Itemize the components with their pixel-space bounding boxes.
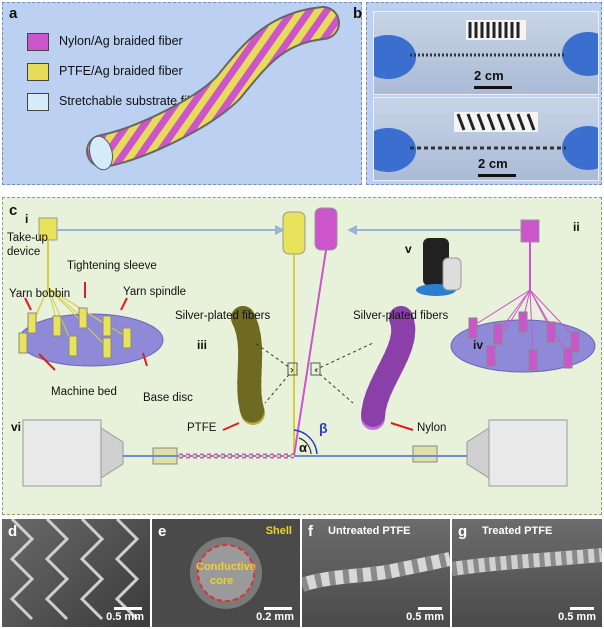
legend-substrate: Stretchable substrate fiber <box>27 91 257 113</box>
panel-d-label: d <box>8 523 18 540</box>
panel-f: f Untreated PTFE 0.5 mm <box>302 519 450 627</box>
scale-text-e: 0.2 mm <box>256 611 294 623</box>
yarn-spindle-label: Yarn spindle <box>123 286 187 298</box>
scalebar-b-bottom <box>478 174 516 177</box>
treated-ptfe-title: Treated PTFE <box>482 525 553 537</box>
nylon-label: Nylon <box>417 422 447 434</box>
legend-text-ptfe: PTFE/Ag braided fiber <box>59 64 183 78</box>
shell-label: Shell <box>265 525 292 537</box>
conductive-core-label-2: core <box>210 575 234 587</box>
scalebar-e <box>264 607 292 610</box>
photo-stretched: 2 cm <box>373 97 599 181</box>
panel-b-label: b <box>353 5 363 22</box>
base-disc-label: Base disc <box>143 392 193 404</box>
legend-nylon: Nylon/Ag braided fiber <box>27 31 257 53</box>
legend-text-substrate: Stretchable substrate fiber <box>59 94 205 108</box>
panel-c-label: c <box>9 202 18 219</box>
label-vi: vi <box>11 420 22 434</box>
panel-g: g Treated PTFE 0.5 mm <box>452 519 602 627</box>
untreated-ptfe-title: Untreated PTFE <box>328 525 411 537</box>
scalebar-g <box>570 607 594 610</box>
panel-f-label: f <box>308 523 313 540</box>
silver-fibers-right-label: Silver-plated fibers <box>353 310 449 322</box>
silver-fibers-left-label: Silver-plated fibers <box>175 310 271 322</box>
panel-e: e Shell Conductive core 0.2 mm <box>152 519 300 627</box>
legend-swatch-ptfe <box>27 63 49 81</box>
photo-unstretched: 2 cm <box>373 11 599 95</box>
legend-ptfe: PTFE/Ag braided fiber <box>27 61 257 83</box>
legend-text-nylon: Nylon/Ag braided fiber <box>59 34 183 48</box>
conductive-core-label-1: Conductive <box>196 561 256 573</box>
scalebar-b-top <box>474 86 512 89</box>
scale-text-b-bottom: 2 cm <box>478 156 508 171</box>
scale-text-g: 0.5 mm <box>558 611 596 623</box>
alpha-angle-label: α <box>299 440 307 455</box>
yarn-bobbin-label: Yarn bobbin <box>9 288 71 300</box>
label-ii: ii <box>573 220 580 234</box>
take-up-label-1: Take-up <box>7 232 48 244</box>
panel-g-label: g <box>458 523 468 540</box>
ptfe-label: PTFE <box>187 422 217 434</box>
tightening-sleeve-label: Tightening sleeve <box>67 260 157 272</box>
beta-angle-label: β <box>319 420 328 436</box>
scale-text-d: 0.5 mm <box>106 611 144 623</box>
braided-fiber-illustration <box>86 6 340 171</box>
legend-swatch-nylon <box>27 33 49 51</box>
label-iv: iv <box>473 338 484 352</box>
panel-a: a Nylon/Ag braided fiber PTFE/Ag braided… <box>2 2 362 185</box>
braiding-process-illustration <box>18 207 596 487</box>
panel-a-label: a <box>9 5 18 22</box>
take-up-label-2: device <box>7 246 41 258</box>
legend-swatch-substrate <box>27 93 49 111</box>
panel-e-label: e <box>158 523 167 540</box>
label-i: i <box>25 212 29 226</box>
panel-c: c <box>2 197 602 515</box>
scale-text-f: 0.5 mm <box>406 611 444 623</box>
scale-text-b-top: 2 cm <box>474 68 504 83</box>
scalebar-d <box>114 607 142 610</box>
scalebar-f <box>418 607 442 610</box>
panel-b: b 2 cm <box>353 2 602 185</box>
label-iii: iii <box>197 338 208 352</box>
machine-bed-label: Machine bed <box>51 386 117 398</box>
label-v: v <box>405 242 412 256</box>
panel-d: d 0.5 mm <box>2 519 150 627</box>
